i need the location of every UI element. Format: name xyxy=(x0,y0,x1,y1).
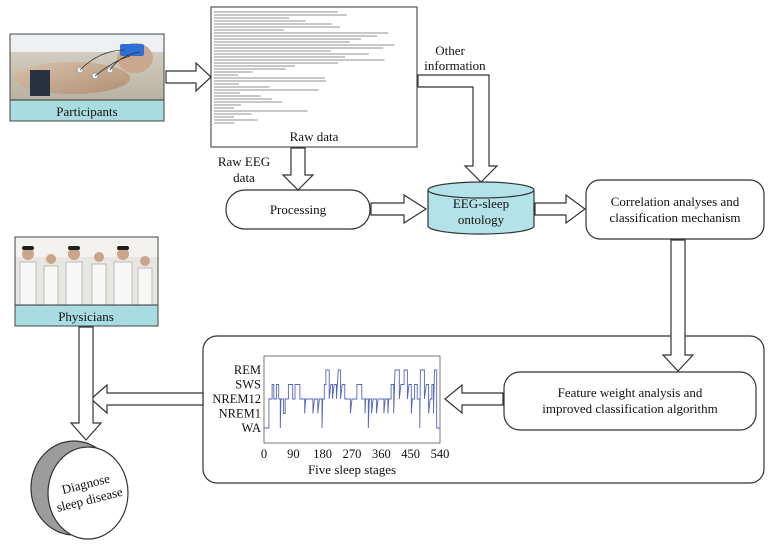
x-tick-label: 450 xyxy=(401,447,420,461)
chart-xlabel: Five sleep stages xyxy=(308,462,396,477)
arrow-physicians-to-diagnose xyxy=(69,326,103,441)
y-tick-label: SWS xyxy=(235,378,261,392)
raw-eeg-label-1: Raw EEG xyxy=(218,154,270,169)
x-tick-label: 360 xyxy=(372,447,391,461)
correlation-box: Correlation analyses and classification … xyxy=(585,179,765,240)
correlation-label-1: Correlation analyses and xyxy=(611,194,740,209)
processing-box: Processing xyxy=(225,189,371,230)
y-tick-label: NREM1 xyxy=(219,407,261,421)
arrow-feature-to-chart xyxy=(444,383,504,415)
ontology-cylinder: EEG-sleep ontology xyxy=(427,181,535,235)
other-info-label-2: information xyxy=(424,58,486,73)
feature-label-1: Feature weight analysis and xyxy=(558,385,703,400)
y-tick-label: NREM12 xyxy=(212,392,261,406)
arrow-raw-to-processing xyxy=(281,147,315,191)
x-tick-label: 270 xyxy=(343,447,362,461)
arrow-results-to-diagnose xyxy=(90,383,204,415)
physicians-label: Physicians xyxy=(58,309,114,324)
participants-image xyxy=(10,34,164,100)
raw-data-box: Raw data xyxy=(210,6,418,148)
physicians-box: Physicians xyxy=(14,236,159,327)
correlation-label-2: classification mechanism xyxy=(609,210,740,225)
participants-box: Participants xyxy=(9,33,165,122)
ontology-label-2: ontology xyxy=(458,212,505,227)
sleep-stage-series xyxy=(264,369,440,429)
raw-data-label: Raw data xyxy=(290,129,339,144)
raw-data-text-lines xyxy=(214,11,395,124)
x-axis-labels: 0 90 180 270 360 450 540 xyxy=(261,447,450,461)
x-tick-label: 0 xyxy=(261,447,267,461)
x-tick-label: 540 xyxy=(431,447,450,461)
arrow-processing-to-ontology xyxy=(370,193,428,225)
diagnose-cylinder: Diagnose sleep disease xyxy=(30,440,129,540)
x-tick-label: 180 xyxy=(313,447,332,461)
feature-label-2: improved classification algorithm xyxy=(542,401,717,416)
raw-eeg-label-2: data xyxy=(233,170,255,185)
arrows xyxy=(69,61,695,441)
physicians-image xyxy=(15,237,158,306)
arrow-otherinfo-to-ontology xyxy=(417,74,499,183)
participants-label: Participants xyxy=(56,104,117,119)
arrow-ontology-to-correlation xyxy=(534,193,587,225)
processing-label: Processing xyxy=(270,202,327,217)
ontology-label-1: EEG-sleep xyxy=(453,196,509,211)
x-tick-label: 90 xyxy=(287,447,300,461)
arrow-participants-to-raw xyxy=(165,61,212,93)
arrow-correlation-to-feature xyxy=(661,239,695,372)
y-tick-label: REM xyxy=(234,363,261,377)
feature-box: Feature weight analysis and improved cla… xyxy=(503,371,757,431)
y-tick-label: WA xyxy=(242,421,261,435)
other-info-label-1: Other xyxy=(435,43,465,58)
